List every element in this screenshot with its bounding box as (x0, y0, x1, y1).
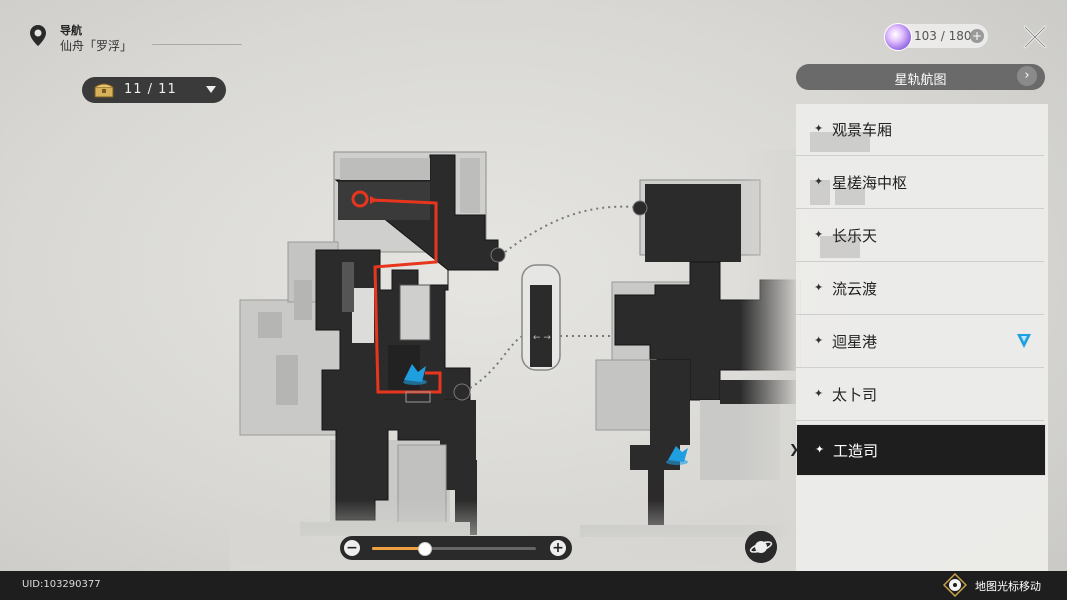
trailblaze-power[interactable]: 103 / 180 + (884, 23, 988, 51)
location-art-icon (810, 132, 870, 152)
location-list: ✦ 观景车厢 ✦ 星槎海中枢 ✦ 长乐天 ✦ 流云渡 ✦ 迴星港 ✦ 太卜司 (789, 104, 1048, 571)
trailblaze-power-value: 103 / 180 (914, 29, 972, 43)
planet-icon[interactable] (745, 531, 777, 563)
star-icon: ✦ (815, 443, 825, 456)
treasure-chest-icon (94, 83, 114, 98)
star-rail-map-label: 星轨航图 (894, 73, 947, 88)
chevron-down-icon (206, 86, 216, 93)
chevron-right-icon: › (1017, 66, 1037, 86)
nav-title: 导航 (60, 24, 82, 37)
location-item-6-selected[interactable]: ❯ ✦ 工造司 (789, 424, 1046, 476)
map-canvas[interactable]: ← → (0, 0, 1067, 571)
location-name: 太卜司 (832, 386, 878, 404)
svg-text:← →: ← → (533, 333, 551, 343)
star-icon: ✦ (814, 228, 824, 241)
location-item-2[interactable]: ✦ 长乐天 (796, 210, 1044, 262)
location-name: 观景车厢 (832, 121, 893, 139)
star-icon: ✦ (814, 334, 824, 347)
location-name: 工造司 (833, 442, 879, 460)
trailblaze-power-icon (884, 23, 912, 51)
control-hint: 地图光标移动 (975, 580, 1041, 593)
location-name: 迴星港 (832, 333, 878, 351)
zoom-fill (372, 547, 425, 550)
current-location-marker-icon (1017, 334, 1031, 348)
selected-arrow-icon: ❯ (789, 442, 800, 456)
divider (152, 44, 242, 45)
space-anchor-icon[interactable] (666, 446, 688, 465)
star-icon: ✦ (814, 281, 824, 294)
location-pin-icon (30, 25, 46, 46)
close-icon[interactable] (1020, 22, 1050, 52)
location-name: 长乐天 (832, 227, 878, 245)
location-item-5[interactable]: ✦ 太卜司 (796, 369, 1044, 421)
uid-label: UID:103290377 (22, 579, 101, 590)
navigation-header: 导航 仙舟「罗浮」 (24, 20, 244, 56)
zoom-in-button[interactable]: + (550, 540, 566, 556)
world-name: 仙舟「罗浮」 (60, 39, 133, 53)
zoom-handle[interactable] (418, 542, 433, 556)
location-art-icon (810, 180, 865, 205)
joystick-icon (943, 573, 967, 597)
add-power-button[interactable]: + (970, 29, 984, 43)
location-item-1[interactable]: ✦ 星槎海中枢 (796, 157, 1044, 209)
chest-filter-dropdown[interactable]: 11 / 11 (82, 77, 226, 103)
star-rail-map-button[interactable]: 星轨航图 › (796, 64, 1045, 90)
location-item-4[interactable]: ✦ 迴星港 (796, 316, 1044, 368)
star-icon: ✦ (814, 175, 824, 188)
star-icon: ✦ (814, 387, 824, 400)
zoom-track[interactable] (372, 542, 536, 556)
chest-count: 11 / 11 (124, 82, 177, 97)
location-name: 流云渡 (832, 280, 878, 298)
location-art-icon (820, 236, 860, 258)
zoom-out-button[interactable]: − (344, 540, 360, 556)
star-icon: ✦ (814, 122, 824, 135)
map-region-left (239, 151, 506, 535)
footer-bar: UID:103290377 地图光标移动 (0, 571, 1067, 600)
location-item-3[interactable]: ✦ 流云渡 (796, 263, 1044, 315)
space-anchor-icon[interactable] (403, 364, 427, 385)
zoom-slider[interactable]: − + (340, 536, 572, 560)
location-name: 星槎海中枢 (832, 174, 908, 192)
location-item-0[interactable]: ✦ 观景车厢 (796, 104, 1044, 156)
map-elevator: ← → (521, 264, 561, 371)
